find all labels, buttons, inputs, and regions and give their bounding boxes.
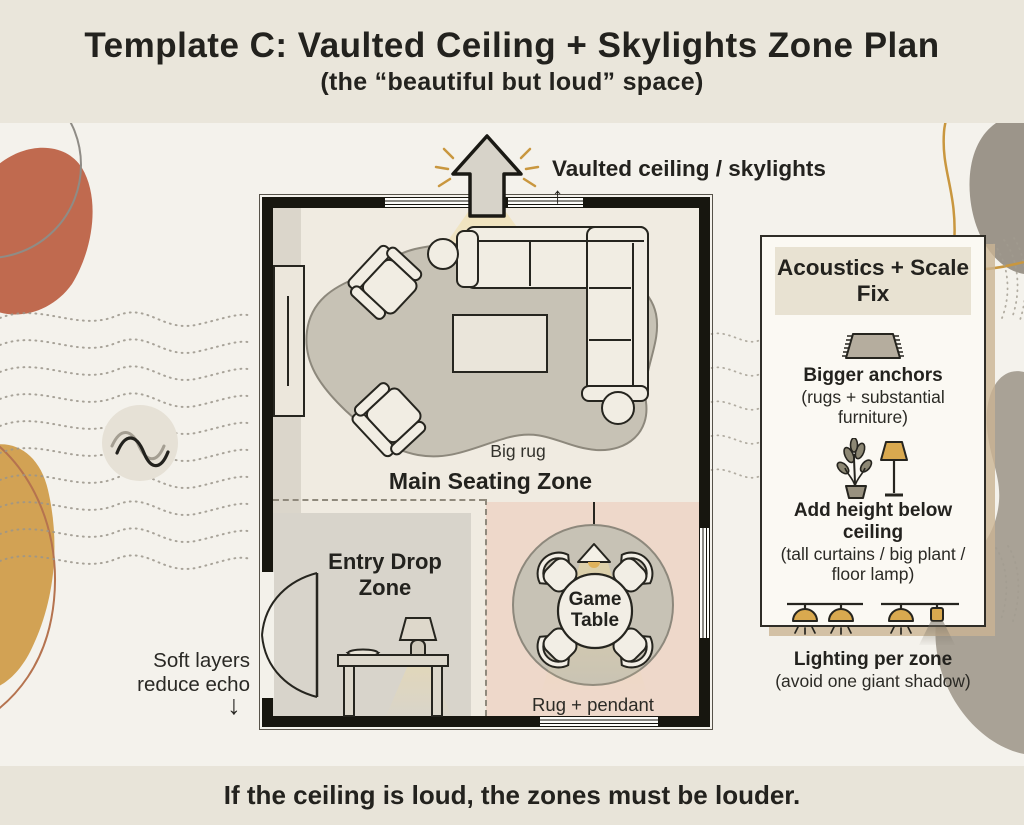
- rug-pendant-caption: Rug + pendant: [532, 694, 654, 715]
- panel-item-detail: (avoid one giant shadow): [775, 670, 971, 691]
- panel-item-label: Add height below ceiling: [793, 500, 953, 543]
- vaulted-ceiling-callout: Vaulted ceiling / skylights ↑: [552, 156, 826, 208]
- big-rug-caption: Big rug: [490, 441, 546, 461]
- panel-item-lighting: Lighting per zone (avoid one giant shado…: [767, 597, 979, 691]
- panel-title: Acoustics + Scale Fix: [775, 247, 971, 315]
- entry-drop-zone-label: Entry Drop Zone: [328, 549, 442, 600]
- footer-tagline: If the ceiling is loud, the zones must b…: [223, 780, 801, 810]
- panel-item-add-height: Add height below ceiling (tall curtains …: [762, 438, 984, 585]
- right-wall-window: [699, 528, 710, 638]
- panel-item-detail: (tall curtains / big plant / floor lamp): [780, 543, 966, 585]
- title-band: Template C: Vaulted Ceiling + Skylights …: [0, 0, 1024, 123]
- main-seating-zone-label: Main Seating Zone: [388, 468, 593, 494]
- arrow-rays: [434, 147, 540, 188]
- soft-layers-callout: Soft layers reduce echo: [137, 649, 250, 697]
- footer-band: If the ceiling is loud, the zones must b…: [0, 766, 1024, 825]
- zone-divider-vertical: [485, 499, 487, 716]
- page-subtitle: (the “beautiful but loud” space): [320, 68, 704, 96]
- plant-and-floor-lamp-icon: [836, 438, 908, 500]
- area-rug-icon: [842, 333, 904, 359]
- gold-blob: [0, 444, 55, 686]
- dotted-waves-right: [993, 237, 1024, 625]
- zone-lighting-icon: [787, 602, 959, 646]
- down-arrow: ↓: [227, 690, 241, 720]
- entry-drop-zone-area: [273, 513, 471, 716]
- bottom-wall-window: [540, 716, 658, 727]
- page-title: Template C: Vaulted Ceiling + Skylights …: [84, 26, 940, 65]
- panel-item-label: Lighting per zone: [793, 649, 953, 671]
- skylight-window-left: [385, 197, 478, 208]
- terracotta-arc: [0, 445, 56, 709]
- panel-item-detail: (rugs + substantial furniture): [801, 386, 945, 428]
- dotted-waves-mid: [705, 332, 761, 479]
- acoustics-panel: Acoustics + Scale Fix Bigger anchors (ru…: [760, 235, 986, 691]
- sound-wave-icon: [102, 405, 178, 481]
- skylight-window-right: [508, 197, 583, 208]
- game-table-label: Game Table: [568, 589, 622, 632]
- terracotta-blob: [0, 147, 93, 315]
- panel-item-bigger-anchors: Bigger anchors (rugs + substantial furni…: [778, 329, 968, 428]
- panel-item-label: Bigger anchors: [803, 365, 943, 386]
- zone-divider-horizontal: [273, 499, 485, 501]
- dotted-waves-left: [0, 311, 253, 570]
